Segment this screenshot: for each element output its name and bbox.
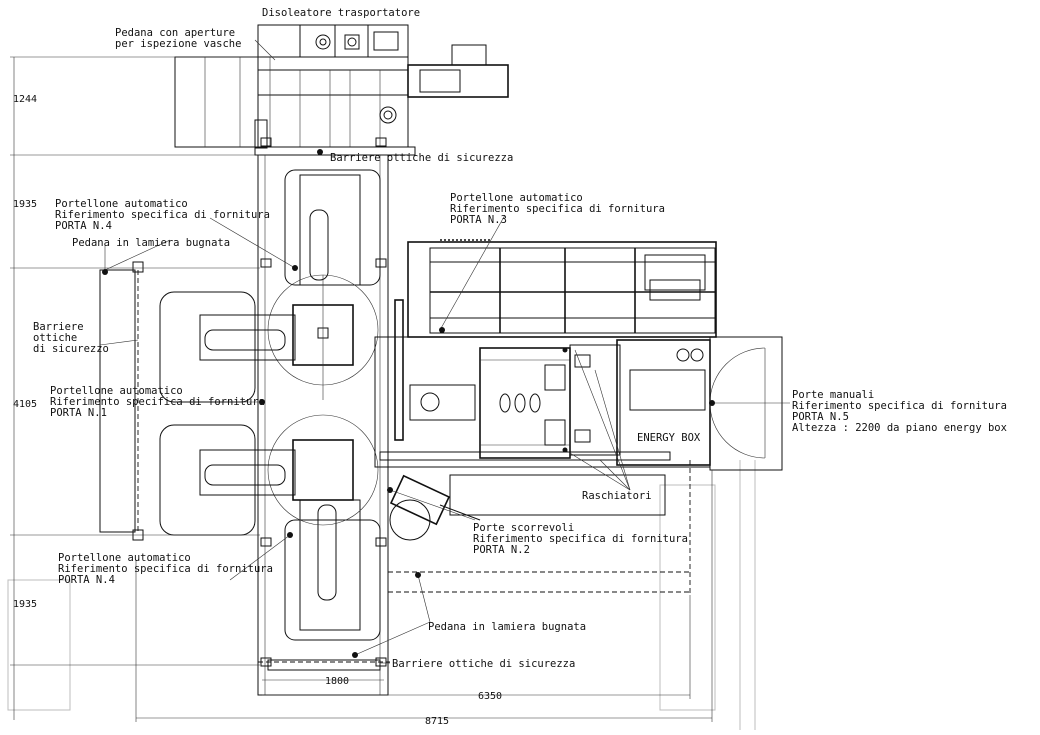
machine-area — [374, 299, 711, 516]
dim-8715: 8715 — [425, 716, 449, 727]
dim-1244: 1244 — [13, 94, 37, 105]
dim-1935-top: 1935 — [13, 199, 37, 210]
label-porta4-top-1: Portellone automatico — [55, 198, 188, 210]
label-porta3-2: Riferimento specifica di fornitura — [450, 203, 665, 215]
robot-reach-circles — [267, 274, 379, 526]
leaders — [99, 39, 790, 664]
label-porta4-bottom-1: Portellone automatico — [58, 552, 191, 564]
label-porta2-1: Porte scorrevoli — [473, 522, 574, 534]
left-stations — [99, 261, 296, 541]
dimension-lines — [10, 56, 713, 722]
label-porta4-top-2: Riferimento specifica di fornitura — [55, 209, 270, 221]
disoleatore-unit — [174, 24, 509, 156]
loader-robot — [389, 474, 481, 541]
label-porta4-top-3: PORTA N.4 — [55, 220, 112, 232]
labels: Disoleatore trasportatore Pedana con ape… — [33, 7, 1007, 670]
label-pedana-aperture-2: per ispezione vasche — [115, 38, 241, 50]
label-porta2-3: PORTA N.2 — [473, 544, 530, 556]
label-porta5-1: Porte manuali — [792, 389, 874, 401]
barrier-posts — [260, 137, 387, 667]
dim-4105: 4105 — [13, 399, 37, 410]
energy-box — [616, 336, 783, 471]
label-porta3-3: PORTA N.3 — [450, 214, 507, 226]
central-lanes — [257, 154, 389, 696]
label-porta5-4: Altezza : 2200 da piano energy box — [792, 422, 1007, 434]
watermark — [7, 460, 756, 730]
label-porta1-1: Portellone automatico — [50, 385, 183, 397]
label-porta5-2: Riferimento specifica di fornitura — [792, 400, 1007, 412]
lower-dashed — [258, 460, 691, 663]
label-barriere-top: Barriere ottiche di sicurezza — [330, 152, 513, 164]
label-pedana-bugnata-bottom: Pedana in lamiera bugnata — [428, 621, 586, 633]
cell-enclosure — [407, 239, 717, 338]
label-porta3-1: Portellone automatico — [450, 192, 583, 204]
label-pedana-bugnata-left: Pedana in lamiera bugnata — [72, 237, 230, 249]
label-porta4-bottom-2: Riferimento specifica di fornitura — [58, 563, 273, 575]
label-barriere-left-1: Barriere — [33, 321, 84, 333]
dim-6350: 6350 — [478, 691, 502, 702]
dim-1800: 1800 — [325, 676, 349, 687]
label-porta4-bottom-3: PORTA N.4 — [58, 574, 115, 586]
label-barriere-bottom: Barriere ottiche di sicurezza — [392, 658, 575, 670]
label-pedana-aperture-1: Pedana con aperture — [115, 27, 235, 39]
label-porta1-2: Riferimento specifica di fornitura — [50, 396, 265, 408]
label-raschiatori: Raschiatori — [582, 490, 652, 502]
label-barriere-left-2: ottiche — [33, 332, 77, 344]
dim-1935-bottom: 1935 — [13, 599, 37, 610]
dimension-values: 1244 1935 4105 1935 1800 6350 8715 — [13, 94, 502, 727]
label-disoleatore: Disoleatore trasportatore — [262, 7, 420, 19]
label-barriere-left-3: di sicurezzo — [33, 343, 109, 355]
label-porta2-2: Riferimento specifica di fornitura — [473, 533, 688, 545]
label-porta5-3: PORTA N.5 — [792, 411, 849, 423]
label-porta1-3: PORTA N.1 — [50, 407, 107, 419]
label-energy-box: ENERGY BOX — [637, 432, 701, 444]
